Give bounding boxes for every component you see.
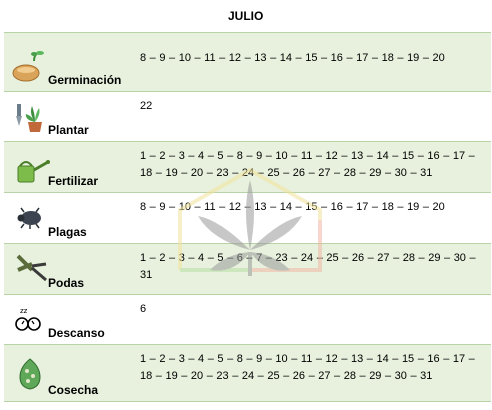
beetle-icon	[16, 207, 44, 234]
row-label-cell: Plagas	[4, 193, 131, 243]
seedling-icon	[10, 47, 46, 88]
trowel-plant-icon	[14, 102, 48, 139]
month-title: JULIO	[228, 9, 264, 23]
row-dates: 8 – 9 – 10 – 11 – 12 – 13 – 14 – 15 – 16…	[140, 52, 445, 64]
row-label: Descanso	[48, 326, 105, 340]
row-dates: 22	[140, 100, 153, 112]
row-label: Plantar	[48, 123, 89, 137]
row-label: Cosecha	[48, 383, 99, 397]
row-dates: 8 – 9 – 10 – 11 – 12 – 13 – 14 – 15 – 16…	[140, 201, 445, 213]
row-label-cell: Podas	[4, 244, 131, 294]
table-row-plantar: Plantar 22	[4, 91, 491, 141]
row-label-cell: zz Descanso	[4, 295, 131, 344]
table-row-podas: Podas 1 – 2 – 3 – 4 – 5 – 6 – 7 – 23 – 2…	[4, 243, 491, 294]
row-label: Plagas	[48, 225, 87, 239]
calendar-header: JULIO	[0, 0, 492, 30]
row-dates: 1 – 2 – 3 – 4 – 5 – 8 – 9 – 10 – 11 – 12…	[140, 150, 475, 179]
row-dates: 6	[140, 303, 147, 315]
row-label: Fertilizar	[48, 174, 99, 188]
row-dates: 1 – 2 – 3 – 4 – 5 – 6 – 7 – 23 – 24 – 25…	[140, 252, 476, 281]
row-label: Germinación	[48, 73, 122, 87]
row-label-cell: Germinación	[4, 33, 131, 91]
pruning-shears-icon	[14, 252, 48, 289]
table-row-fertilizar: Fertilizar 1 – 2 – 3 – 4 – 5 – 8 – 9 – 1…	[4, 141, 491, 192]
cannabis-bud-icon	[16, 357, 44, 396]
row-label-cell: Fertilizar	[4, 142, 131, 192]
table-row-descanso: zz Descanso 6	[4, 294, 491, 344]
row-label: Podas	[48, 276, 85, 290]
calendar-table: Germinación 8 – 9 – 10 – 11 – 12 – 13 – …	[4, 32, 491, 402]
row-label-cell: Cosecha	[4, 345, 131, 401]
sleep-clock-icon: zz	[14, 305, 44, 338]
table-row-germinacion: Germinación 8 – 9 – 10 – 11 – 12 – 13 – …	[4, 32, 491, 91]
row-dates: 1 – 2 – 3 – 4 – 5 – 8 – 9 – 10 – 11 – 12…	[140, 353, 475, 382]
watering-can-icon	[12, 156, 52, 193]
table-row-plagas: Plagas 8 – 9 – 10 – 11 – 12 – 13 – 14 – …	[4, 192, 491, 243]
svg-text:zz: zz	[20, 307, 28, 315]
row-label-cell: Plantar	[4, 92, 131, 141]
table-row-cosecha: Cosecha 1 – 2 – 3 – 4 – 5 – 8 – 9 – 10 –…	[4, 344, 491, 402]
